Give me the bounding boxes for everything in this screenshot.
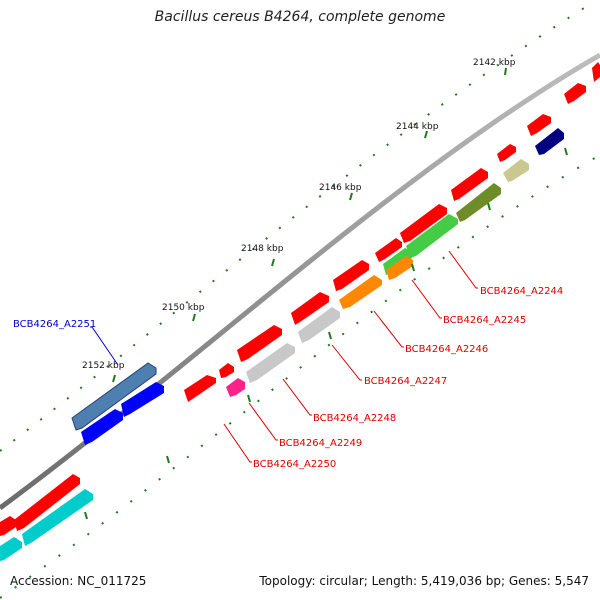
gene-BCB4264_A2251-arrow[interactable]: [71, 362, 157, 431]
scale-label-2146: 2146 kbp: [319, 183, 362, 193]
forward-strand-features: [0, 62, 600, 536]
gene-arrow[interactable]: [451, 168, 488, 201]
gene-arrow[interactable]: [184, 375, 216, 402]
accession-text: Accession: NC_011725: [10, 574, 147, 588]
gene-arrow[interactable]: [456, 183, 501, 222]
gene-label-a2244[interactable]: BCB4264_A2244: [480, 286, 563, 297]
gene-label-a2247[interactable]: BCB4264_A2247: [364, 376, 447, 387]
gene-arrow[interactable]: [237, 325, 282, 362]
gene-BCB4264_A2248-arrow[interactable]: [226, 378, 245, 397]
gene-label-a2245[interactable]: BCB4264_A2245: [443, 315, 526, 326]
scale-label-2144: 2144 kbp: [396, 122, 439, 132]
gene-arrow[interactable]: [219, 363, 234, 378]
gene-arrow[interactable]: [386, 256, 413, 280]
gene-arrow[interactable]: [291, 292, 329, 325]
gene-arrow[interactable]: [375, 238, 402, 262]
gene-arrow[interactable]: [527, 114, 551, 136]
gene-labels: BCB4264_A2244 BCB4264_A2245 BCB4264_A224…: [13, 286, 563, 470]
reverse-strand-features: [0, 128, 564, 561]
gene-label-a2248[interactable]: BCB4264_A2248: [313, 413, 396, 424]
gene-arrow[interactable]: [121, 382, 164, 417]
gene-arrow[interactable]: [400, 204, 447, 243]
outer-scale-ring: [0, 7, 585, 452]
gene-label-a2250[interactable]: BCB4264_A2250: [253, 459, 336, 470]
gene-arrow[interactable]: [0, 516, 16, 536]
inner-scale-ring: [0, 147, 600, 599]
scale-label-2150: 2150 kbp: [162, 303, 205, 313]
gene-arrow[interactable]: [81, 409, 123, 445]
gene-BCB4264_A2246-arrow[interactable]: [298, 307, 340, 343]
gene-arrow[interactable]: [333, 260, 369, 291]
gene-arrow[interactable]: [592, 62, 600, 82]
gene-label-a2246[interactable]: BCB4264_A2246: [405, 344, 488, 355]
gene-arrow[interactable]: [497, 144, 516, 162]
scale-label-2148: 2148 kbp: [241, 244, 284, 254]
gene-arrow[interactable]: [22, 489, 93, 546]
scale-labels: 2142 kbp 2144 kbp 2146 kbp 2148 kbp 2150…: [82, 58, 516, 371]
page-title: Bacillus cereus B4264, complete genome: [154, 9, 446, 25]
gene-arrow[interactable]: [0, 537, 22, 561]
scale-label-2142: 2142 kbp: [473, 58, 516, 68]
genome-summary-text: Topology: circular; Length: 5,419,036 bp…: [259, 574, 589, 588]
gene-BCB4264_A2244-arrow[interactable]: [406, 214, 458, 258]
gene-label-a2251[interactable]: BCB4264_A2251: [13, 319, 96, 330]
gene-BCB4264_A2247-arrow[interactable]: [246, 343, 295, 383]
gene-callout-lines: [90, 250, 478, 463]
gene-BCB4264_A2245-arrow[interactable]: [339, 275, 382, 309]
gene-label-a2249[interactable]: BCB4264_A2249: [279, 438, 362, 449]
gene-arrow[interactable]: [503, 159, 529, 182]
gene-arrow[interactable]: [564, 83, 586, 104]
gene-arrow[interactable]: [14, 474, 80, 531]
scale-label-2152: 2152 kbp: [82, 361, 125, 371]
gene-arrow[interactable]: [535, 128, 564, 155]
